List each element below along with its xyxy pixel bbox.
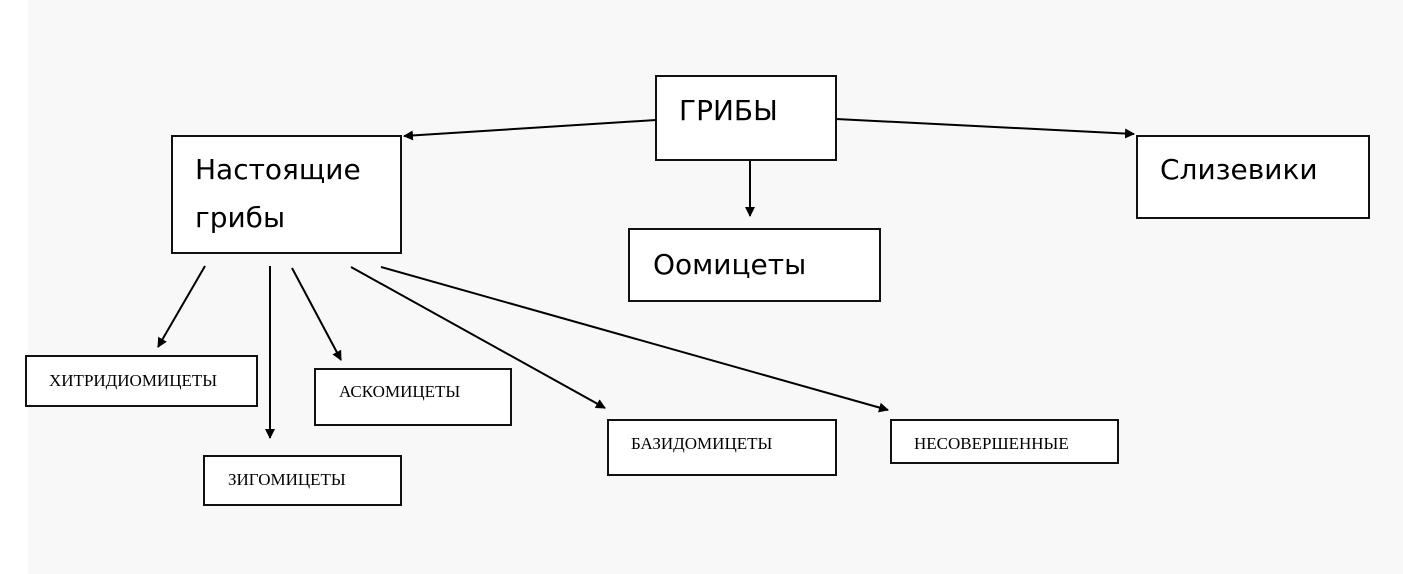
node-imperfect-label: НЕСОВЕРШЕННЫЕ — [914, 434, 1069, 453]
node-oomycetes: Оомицеты — [628, 228, 881, 302]
node-root-label: ГРИБЫ — [679, 94, 778, 127]
node-slime-molds: Слизевики — [1136, 135, 1370, 219]
node-basidiomycetes-label: БАЗИДОМИЦЕТЫ — [631, 434, 773, 453]
arrow-true-fungi-to-chytridiomycetes — [157, 265, 206, 348]
node-root: ГРИБЫ — [655, 75, 837, 161]
arrow-root-to-slime-molds — [835, 118, 1135, 139]
node-imperfect: НЕСОВЕРШЕННЫЕ — [890, 419, 1119, 464]
node-basidiomycetes: БАЗИДОМИЦЕТЫ — [607, 419, 837, 476]
node-chytridiomycetes: ХИТРИДИОМИЦЕТЫ — [25, 355, 258, 407]
node-zygomycetes: ЗИГОМИЦЕТЫ — [203, 455, 402, 506]
node-chytridiomycetes-label: ХИТРИДИОМИЦЕТЫ — [49, 371, 218, 390]
arrow-root-to-true-fungi — [403, 119, 657, 141]
node-true-fungi: Настоящие грибы — [171, 135, 402, 254]
node-zygomycetes-label: ЗИГОМИЦЕТЫ — [228, 470, 346, 489]
arrow-true-fungi-to-basidiomycetes — [350, 266, 606, 409]
arrow-true-fungi-to-ascomycetes — [291, 267, 342, 361]
node-true-fungi-label: Настоящие грибы — [195, 153, 361, 234]
node-slime-molds-label: Слизевики — [1160, 153, 1318, 186]
node-ascomycetes-label: АСКОМИЦЕТЫ — [339, 382, 461, 401]
node-ascomycetes: АСКОМИЦЕТЫ — [314, 368, 512, 426]
arrow-true-fungi-to-imperfect — [380, 266, 889, 413]
node-oomycetes-label: Оомицеты — [653, 248, 807, 281]
